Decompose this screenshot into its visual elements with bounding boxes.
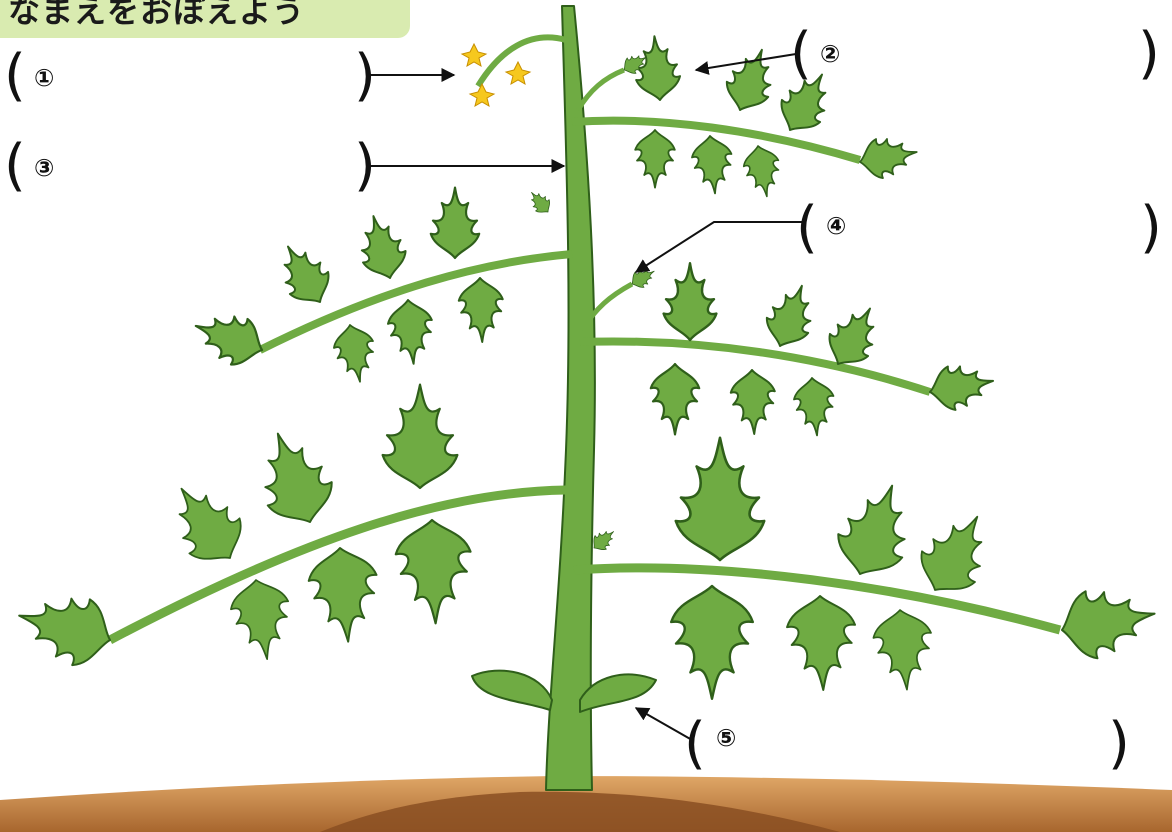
- leaflet: [306, 545, 382, 645]
- leaflet: [352, 210, 411, 283]
- label-5: ( ⑤ ): [684, 711, 1130, 776]
- svg-text:(: (: [790, 21, 812, 86]
- leaflet: [246, 422, 342, 534]
- flower-icon: [462, 44, 486, 66]
- svg-text:): ): [1140, 195, 1162, 260]
- label-5-mark: ⑤: [716, 724, 736, 752]
- svg-text:): ): [1138, 21, 1160, 86]
- flower-icon: [506, 62, 530, 84]
- leaflet: [741, 143, 785, 200]
- leaflet: [908, 501, 1003, 605]
- side-shoot-upper: [578, 70, 624, 110]
- leaflet: [759, 278, 822, 353]
- label-3-mark: ③: [34, 154, 54, 182]
- svg-text:): ): [354, 43, 376, 108]
- leaflet: [719, 42, 782, 117]
- svg-text:(: (: [4, 43, 26, 108]
- label-3: ( ③ ): [4, 133, 376, 198]
- svg-text:(: (: [796, 195, 818, 260]
- leaflet: [431, 188, 479, 258]
- label-4: ( ④ ): [796, 195, 1162, 260]
- leaflet: [635, 130, 675, 188]
- leaflet: [633, 34, 682, 102]
- leaflet: [269, 236, 339, 313]
- leaflet: [792, 376, 836, 437]
- label-1-mark: ①: [34, 64, 54, 92]
- leaflet: [857, 132, 921, 181]
- leaflet: [331, 322, 380, 386]
- svg-text:): ): [354, 133, 376, 198]
- leaflet: [458, 277, 504, 342]
- leaflet: [828, 474, 924, 586]
- leaflet: [664, 263, 717, 340]
- leaflet: [525, 187, 555, 218]
- leaflet: [926, 359, 997, 413]
- svg-text:): ): [1108, 711, 1130, 776]
- leaflet: [227, 576, 295, 663]
- leaflet: [383, 385, 458, 488]
- svg-text:(: (: [684, 711, 706, 776]
- leaflet: [10, 583, 118, 673]
- plant-illustration: [10, 6, 1160, 790]
- leaflet: [386, 298, 435, 366]
- flower-cluster: [462, 44, 530, 106]
- arrow-icon: [636, 222, 806, 272]
- label-2: ( ② ): [790, 21, 1160, 86]
- leaflet: [676, 438, 764, 560]
- label-4-mark: ④: [826, 212, 846, 240]
- leaflet: [395, 519, 473, 625]
- flower-icon: [470, 84, 494, 106]
- label-2-mark: ②: [820, 40, 840, 68]
- leaflet: [1056, 580, 1160, 663]
- cotyledon-left: [472, 671, 552, 710]
- svg-text:(: (: [4, 133, 26, 198]
- leaflet: [188, 303, 271, 373]
- leaflet: [730, 369, 776, 434]
- leaflet: [671, 586, 753, 699]
- leaflet: [156, 471, 255, 575]
- leaflet: [651, 364, 699, 434]
- label-1: ( ① ): [4, 43, 376, 108]
- leaflet: [871, 607, 936, 692]
- leaflet: [690, 134, 734, 195]
- leaflet: [786, 595, 857, 691]
